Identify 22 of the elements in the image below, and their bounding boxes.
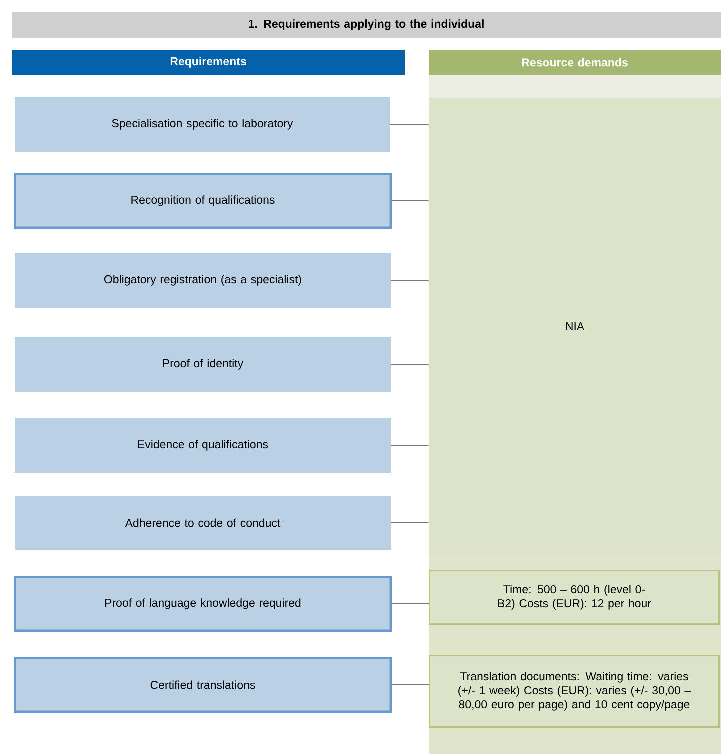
requirement-box: Evidence of qualifications bbox=[15, 418, 391, 473]
connector-line bbox=[390, 280, 430, 281]
requirement-box: Recognition of qualifications bbox=[14, 173, 392, 229]
requirement-box: Obligatory registration (as a specialist) bbox=[15, 253, 391, 308]
connector-line bbox=[390, 364, 430, 365]
connector-line bbox=[390, 445, 430, 446]
resource-box: Time: 500 – 600 h (level 0-B2) Costs (EUR): 12 per hour bbox=[429, 570, 720, 625]
requirement-box: Certified translations bbox=[14, 657, 392, 713]
requirement-box: Proof of language knowledge required bbox=[14, 576, 392, 632]
requirement-box: Specialisation specific to laboratory bbox=[15, 97, 390, 152]
requirement-box: Proof of identity bbox=[15, 337, 391, 392]
requirement-box: Adherence to code of conduct bbox=[15, 496, 391, 550]
resource-box: Translation documents: Waiting time: varies (+/- 1 week) Costs (EUR): varies (+/- 30,00 – 80,00 euro per page) and 10 cent copy/page bbox=[429, 655, 720, 728]
connector-line bbox=[390, 522, 430, 524]
connector-line bbox=[392, 200, 430, 202]
column-header: Requirements bbox=[12, 50, 405, 75]
column-header: Resource demands bbox=[429, 50, 721, 75]
title-band: 1. Requirements applying to the individual bbox=[12, 12, 721, 38]
node-label: NIA bbox=[566, 322, 585, 330]
resource-box: NIA bbox=[429, 98, 721, 555]
connector-line bbox=[392, 684, 430, 686]
connector-line bbox=[390, 124, 430, 125]
